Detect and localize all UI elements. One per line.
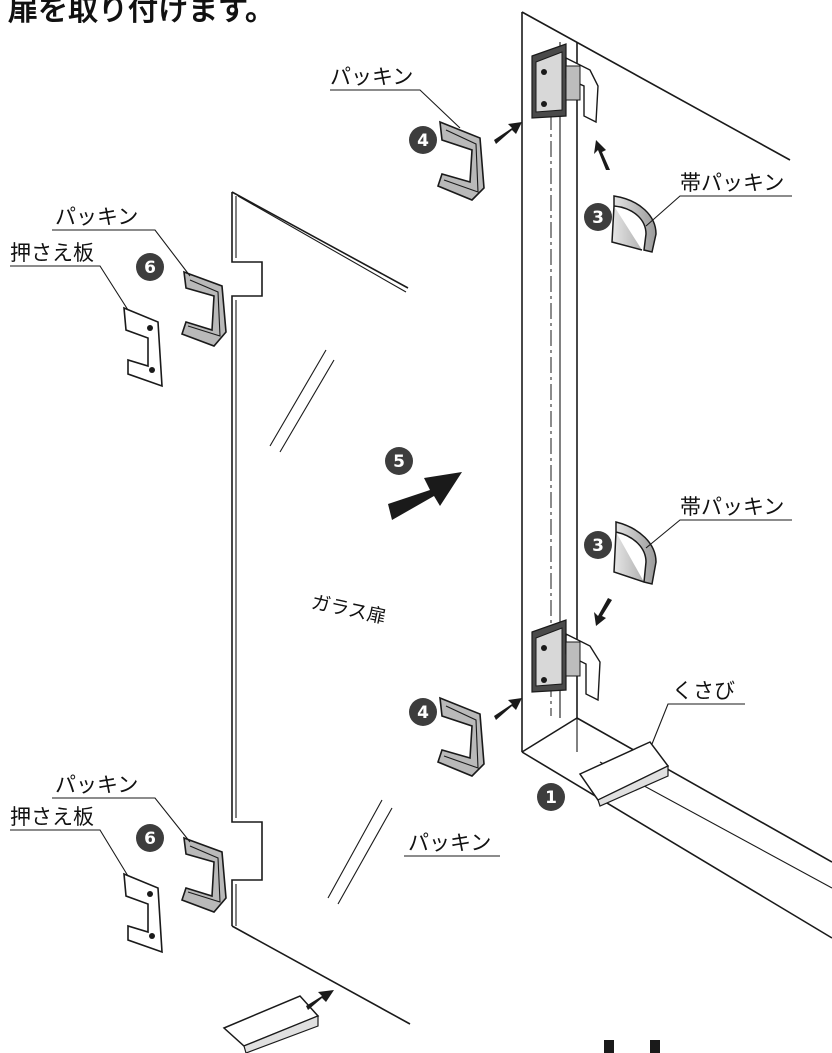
leader-lines: [10, 89, 792, 877]
svg-text:4: 4: [417, 703, 429, 723]
arrow-band-up: [594, 140, 610, 170]
label-wedge: くさび: [672, 679, 735, 703]
label-band-packing-lower: 帯パッキン: [680, 495, 784, 519]
label-packing-upper-left: パッキン: [55, 205, 138, 229]
step-badge-4-upper: 4: [409, 126, 437, 154]
wedge-right: [578, 741, 670, 807]
step-badge-3-lower: 3: [584, 531, 612, 559]
step-badge-1: 1: [537, 783, 565, 811]
arrow-packing-to-hinge-upper: [494, 122, 522, 144]
label-press-plate-lower: 押さえ板: [10, 805, 94, 829]
step-badge-4-lower: 4: [409, 698, 437, 726]
svg-text:1: 1: [545, 788, 557, 808]
svg-text:6: 6: [144, 829, 156, 849]
label-packing-top: パッキン: [330, 65, 413, 89]
mark-square: [650, 1040, 660, 1053]
step-badge-6-upper: 6: [136, 253, 164, 281]
step-badge-5: 5: [385, 447, 413, 475]
arrow-wedge-bottom: [306, 990, 334, 1010]
svg-text:5: 5: [393, 452, 405, 472]
step-badge-6-lower: 6: [136, 824, 164, 852]
arrow-band-down: [594, 598, 612, 626]
svg-text:3: 3: [592, 536, 604, 556]
door-frame: [521, 11, 832, 939]
svg-text:6: 6: [144, 258, 156, 278]
press-plate-lower: [123, 872, 163, 954]
label-press-plate-upper: 押さえ板: [10, 241, 94, 265]
glass-door-label: ガラス扉: [309, 591, 388, 628]
step-badge-3-upper: 3: [584, 203, 612, 231]
glass-door: [231, 191, 411, 1025]
label-packing-lower-left: パッキン: [55, 773, 138, 797]
packing-middle-lower: [437, 696, 485, 777]
packing-middle-upper: [437, 120, 485, 201]
mark-square: [604, 1040, 614, 1053]
page-heading: 扉を取り付けます。: [8, 0, 275, 28]
svg-text:4: 4: [417, 131, 429, 151]
label-packing-bottom: パッキン: [408, 831, 491, 855]
lower-hinge: [531, 619, 601, 702]
upper-hinge: [531, 43, 599, 124]
wedge-bottom-left: [222, 995, 320, 1053]
svg-text:3: 3: [592, 208, 604, 228]
press-plate-upper: [123, 306, 163, 388]
arrow-packing-to-hinge-lower: [494, 698, 522, 720]
band-packing-upper: [611, 195, 657, 253]
arrow-door-move: [388, 472, 462, 520]
band-packing-lower: [613, 521, 657, 585]
label-band-packing-upper: 帯パッキン: [680, 171, 784, 195]
